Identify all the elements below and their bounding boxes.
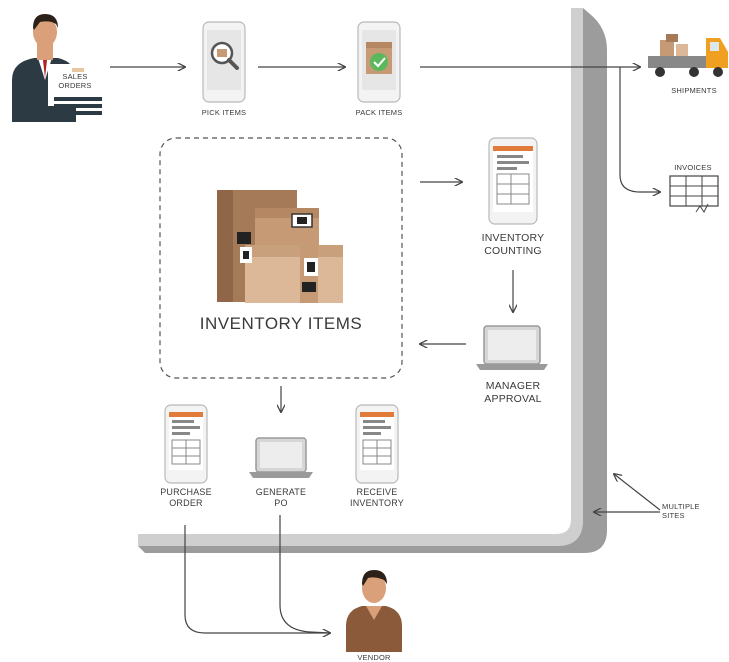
shipments-label: SHIPMENTS xyxy=(671,86,717,95)
generate-po-laptop-icon xyxy=(249,437,313,478)
manager-approval-label: MANAGER APPROVAL xyxy=(484,380,542,405)
arrow-sites-to-panel-upper xyxy=(614,474,661,511)
package-check-phone-icon xyxy=(357,21,401,103)
purchase-order-phone-icon xyxy=(164,404,208,484)
magnifier-phone-icon xyxy=(202,21,246,103)
invoice-grid-icon xyxy=(669,175,719,213)
pack-items-label: PACK ITEMS xyxy=(355,108,403,117)
receive-inventory-label: RECEIVE INVENTORY xyxy=(350,487,404,508)
delivery-truck-icon xyxy=(648,34,728,77)
vendor-label: VENDOR xyxy=(357,653,391,662)
arrow-purchase-to-vendor xyxy=(184,525,330,633)
vendor-person-icon xyxy=(346,570,402,652)
purchase-order-label: PURCHASE ORDER xyxy=(160,487,212,508)
inventory-items-title: INVENTORY ITEMS xyxy=(199,314,363,333)
sales-orders-label: SALES ORDERS xyxy=(58,72,92,90)
stacked-boxes-icon xyxy=(217,190,343,303)
arrow-to-invoices xyxy=(619,67,660,192)
laptop-icon xyxy=(476,325,548,370)
pick-items-label: PICK ITEMS xyxy=(201,108,247,117)
invoices-label: INVOICES xyxy=(674,163,712,172)
multiple-sites-label: MULTIPLE SITES xyxy=(662,502,700,520)
arrow-generate-to-vendor xyxy=(279,515,331,634)
generate-po-label: GENERATE PO xyxy=(255,487,307,508)
flow-arrows xyxy=(110,67,660,633)
businessman-icon xyxy=(12,14,102,122)
receive-inventory-phone-icon xyxy=(355,404,399,484)
list-phone-icon xyxy=(488,137,538,225)
inventory-counting-label: INVENTORY COUNTING xyxy=(481,232,545,257)
